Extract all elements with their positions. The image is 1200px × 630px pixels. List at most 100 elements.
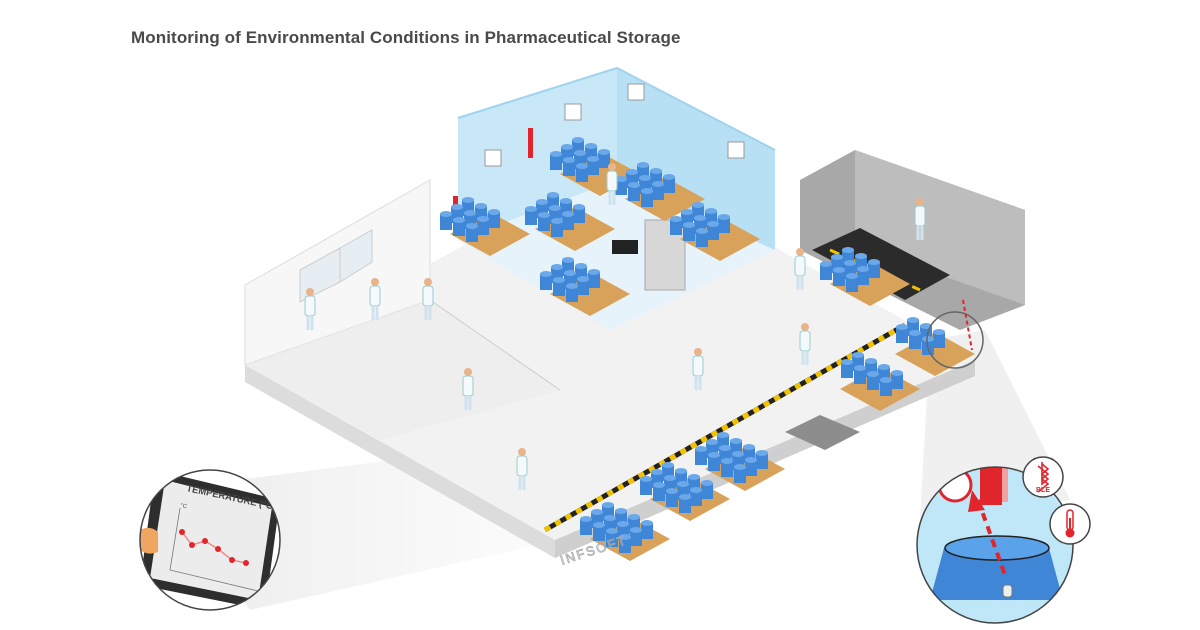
barrel: [550, 154, 562, 170]
tablet-point: [179, 529, 185, 535]
staff-person: [516, 448, 528, 490]
staff-person: [304, 288, 316, 330]
barrel: [820, 264, 832, 280]
barrel: [833, 270, 845, 286]
tablet-temperature-line: [179, 529, 249, 566]
barrel: [538, 215, 550, 231]
loading-dock: [800, 150, 1025, 330]
barrel: [933, 332, 945, 348]
barrel: [679, 497, 691, 513]
barrel: [734, 467, 746, 483]
staff-figures: [304, 163, 926, 490]
barrel: [891, 373, 903, 389]
staff-person: [794, 248, 806, 290]
barrel: [566, 286, 578, 302]
barrel: [701, 483, 713, 499]
barrel-pallet: [695, 432, 785, 491]
thermometer-badge: [1049, 503, 1091, 545]
barrel: [756, 453, 768, 469]
barrel-pallet: [670, 202, 760, 261]
page-title: Monitoring of Environmental Conditions i…: [131, 28, 681, 47]
barrel-pallet: [580, 502, 670, 561]
thermometer-icon: [1065, 509, 1075, 538]
display-panel: [612, 240, 638, 254]
barrel-pallet: [640, 462, 730, 521]
barrel: [708, 455, 720, 471]
barrel: [841, 362, 853, 378]
barrel: [663, 177, 675, 193]
barrel: [696, 231, 708, 247]
barrel: [562, 214, 574, 230]
barrel: [551, 221, 563, 237]
barrel-pallet: [440, 197, 530, 256]
barrel: [846, 276, 858, 292]
staff-person: [369, 278, 381, 320]
barrel: [683, 225, 695, 241]
staff-person: [914, 198, 926, 240]
floor-scale: [785, 415, 860, 450]
barrel: [630, 530, 642, 546]
barrel: [615, 179, 627, 195]
sensor-inset: [916, 466, 1074, 624]
sensor-highlight-ring: [926, 311, 984, 369]
barrel-pallet: [895, 317, 975, 376]
barrel: [641, 523, 653, 539]
staff-person: [692, 348, 704, 390]
barrel: [718, 217, 730, 233]
barrel: [440, 214, 452, 230]
barrel: [540, 274, 552, 290]
barrel-pallet: [540, 257, 630, 316]
tablet-point: [189, 542, 195, 548]
barrel: [576, 166, 588, 182]
tablet-point: [243, 560, 249, 566]
barrel: [580, 519, 592, 535]
barrel: [641, 191, 653, 207]
barrel: [857, 269, 869, 285]
barrel: [628, 185, 640, 201]
barrel: [653, 485, 665, 501]
barrel: [721, 461, 733, 477]
barrel-pallet: [820, 247, 910, 306]
barrel: [690, 490, 702, 506]
barrel: [563, 160, 575, 176]
barrel: [640, 479, 652, 495]
tablet-point: [215, 546, 221, 552]
barrel: [477, 219, 489, 235]
barrel: [695, 449, 707, 465]
barrel: [598, 152, 610, 168]
tablet-point: [229, 557, 235, 563]
barrel-groups: [440, 137, 975, 561]
tablet-point: [202, 538, 208, 544]
tablet-inset: TEMPERATURE (°C) °C: [139, 469, 281, 611]
staff-person: [799, 323, 811, 365]
barrel: [880, 380, 892, 396]
barrel: [525, 209, 537, 225]
barrel: [593, 525, 605, 541]
ble-label: BLE: [1036, 487, 1050, 494]
barrel: [666, 491, 678, 507]
barrel: [577, 279, 589, 295]
barrel: [909, 333, 921, 349]
bluetooth-icon: [1037, 462, 1050, 493]
barrel: [670, 219, 682, 235]
barrel: [588, 272, 600, 288]
barrel-pallet: [840, 352, 920, 411]
barrel: [587, 159, 599, 175]
staff-person: [462, 368, 474, 410]
barrel: [606, 531, 618, 547]
hazard-stripe-yellow: [543, 322, 907, 533]
barrel: [707, 224, 719, 240]
barrel: [867, 374, 879, 390]
staff-person: [422, 278, 434, 320]
barrel: [896, 327, 908, 343]
barrel: [488, 212, 500, 228]
barrel: [553, 280, 565, 296]
barrel: [652, 184, 664, 200]
barrel: [745, 460, 757, 476]
staff-person: [606, 163, 618, 205]
tablet-chart-unit: °C: [180, 503, 188, 510]
barrel: [868, 262, 880, 278]
barrel: [854, 368, 866, 384]
barrel-pallet: [525, 192, 615, 251]
